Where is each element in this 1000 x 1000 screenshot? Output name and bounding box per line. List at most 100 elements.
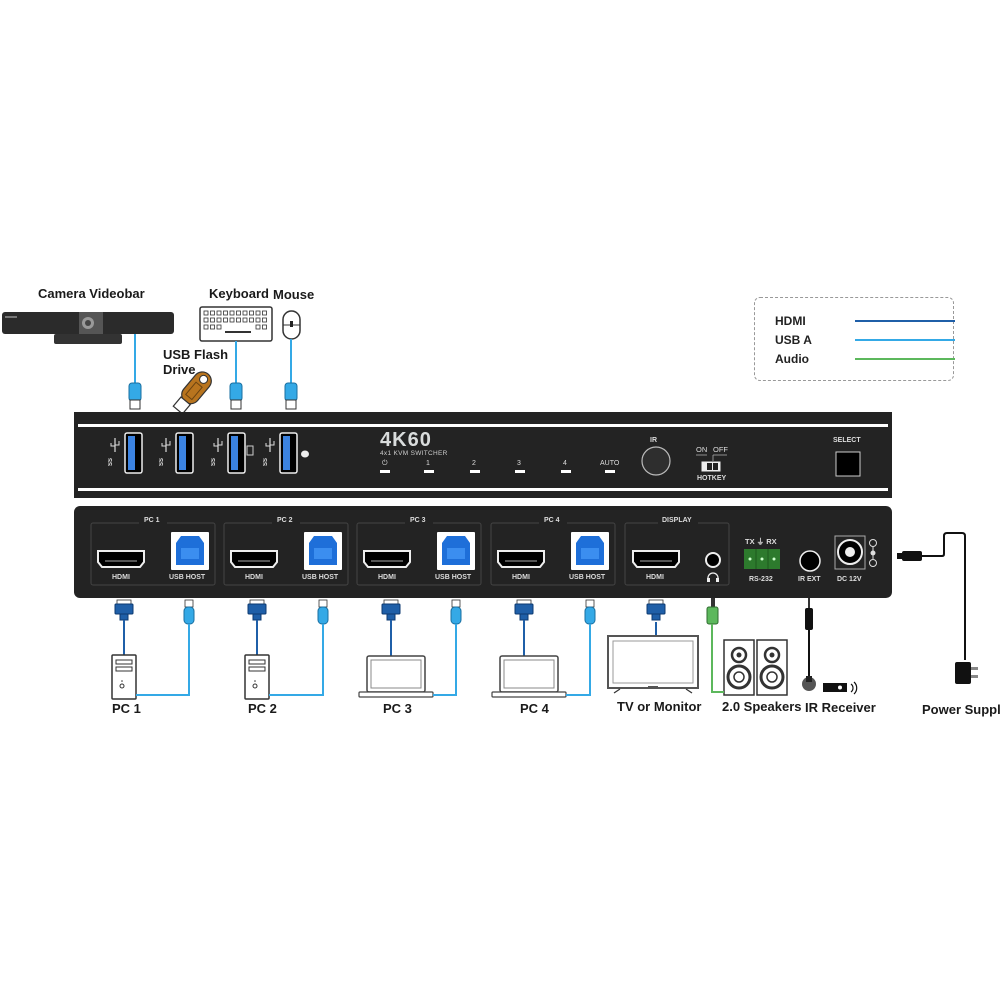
usb-b-cable-1 [183, 599, 195, 625]
front-usb-port-2[interactable] [175, 432, 194, 474]
pc3-label: PC 3 [383, 701, 412, 716]
display-hdmi-port[interactable] [632, 550, 680, 568]
audio-cable [706, 598, 724, 693]
led-label-4: 4 [563, 460, 567, 467]
hdmi-cable-4 [514, 599, 534, 621]
usb-ss-label: SS [211, 458, 217, 467]
legend-item-usb-a: USB A [775, 331, 955, 349]
mouse-label: Mouse [273, 287, 315, 302]
led-indicator-1 [424, 470, 434, 473]
usb-b-cable-4 [584, 599, 596, 625]
keyboard-icon [199, 306, 273, 342]
mouse-hint-icon [301, 450, 309, 458]
usb-flash-drive-icon [172, 371, 212, 415]
rs232-terminal[interactable] [744, 549, 780, 569]
led-label-1: 1 [426, 460, 430, 467]
hdmi-input-port-4[interactable] [497, 550, 545, 568]
hotkey-label: HOTKEY [697, 475, 727, 482]
ir-sensor-label: IR [650, 437, 657, 444]
desktop-pc-icon-2 [244, 654, 270, 700]
usb-ss-label: SS [159, 458, 165, 467]
led-label-2: 2 [472, 460, 476, 467]
legend-item-audio: Audio [775, 350, 955, 368]
pc4-label: PC 4 [520, 701, 549, 716]
led-label-3: 3 [517, 460, 521, 467]
display-group [624, 519, 730, 586]
usb-ss-label: SS [263, 458, 269, 467]
front-panel [74, 412, 892, 498]
camera-videobar-label: Camera Videobar [38, 286, 145, 301]
hdmi-port-label: HDMI [112, 574, 130, 581]
usb-host-port-label: USB HOST [569, 574, 606, 581]
usb-host-port-3[interactable] [437, 532, 475, 570]
ir-sensor [641, 446, 671, 476]
flash-drive-label-line1: USB Flash [163, 347, 229, 362]
dc-power-port[interactable] [834, 535, 866, 570]
ir-ext-port[interactable] [799, 550, 821, 572]
led-indicator-auto [605, 470, 615, 473]
usb-cable-mouse [284, 339, 298, 410]
legend-line-hdmi [855, 320, 955, 322]
usb-host-port-label: USB HOST [169, 574, 206, 581]
hdmi-port-label: HDMI [245, 574, 263, 581]
legend-label-hdmi: HDMI [775, 314, 806, 328]
rear-group-title: PC 1 [144, 517, 160, 524]
power-supply-label: Power Supply [922, 702, 1000, 717]
display-hdmi-label: HDMI [646, 574, 664, 581]
hdmi-cable-2 [247, 599, 267, 621]
hdmi-input-port-3[interactable] [363, 550, 411, 568]
led-indicator-4 [561, 470, 571, 473]
keyboard-label: Keyboard [209, 286, 269, 301]
usb-ss-label: SS [108, 458, 114, 467]
rear-group-pc3 [356, 519, 482, 586]
front-panel-title: 4K60 [380, 429, 432, 451]
dc-12v-label: DC 12V [837, 576, 862, 583]
select-label: SELECT [833, 437, 861, 444]
usb-symbol-icon [265, 438, 275, 452]
audio-out-port[interactable] [705, 552, 721, 568]
rear-group-title: PC 3 [410, 517, 426, 524]
led-label-5: AUTO [600, 460, 620, 467]
usb-host-port-label: USB HOST [435, 574, 472, 581]
front-usb-port-1[interactable] [124, 432, 143, 474]
usb-cable-keyboard [229, 341, 243, 410]
select-button[interactable] [835, 451, 861, 477]
polarity-icon [869, 539, 877, 567]
usb-b-cable-3 [450, 599, 462, 625]
usb-flash-drive-label: USB Flash Drive [163, 347, 228, 377]
camera-videobar-icon [2, 312, 174, 344]
hotkey-switch[interactable] [696, 454, 727, 472]
laptop-icon-4 [491, 655, 567, 698]
hotkey-on-label: ON [696, 445, 708, 454]
hdmi-input-port-1[interactable] [97, 550, 145, 568]
legend-line-usb-a [855, 339, 955, 341]
rear-group-title: PC 4 [544, 517, 560, 524]
rear-group-pc1 [90, 519, 216, 586]
laptop-icon-3 [358, 655, 434, 698]
usb-host-port-1[interactable] [171, 532, 209, 570]
led-indicator-2 [470, 470, 480, 473]
rs232-label: RS-232 [749, 576, 773, 583]
hdmi-port-label: HDMI [512, 574, 530, 581]
legend-label-usb-a: USB A [775, 333, 812, 347]
hdmi-cable-5 [646, 599, 666, 621]
headphone-icon [707, 572, 719, 582]
led-label-0: ⏻ [382, 460, 388, 467]
hdmi-port-label: HDMI [378, 574, 396, 581]
mouse-icon [282, 310, 301, 340]
hdmi-input-port-2[interactable] [230, 550, 278, 568]
usb-symbol-icon [110, 438, 120, 452]
usb-host-port-4[interactable] [571, 532, 609, 570]
led-indicator-3 [515, 470, 525, 473]
ir-receiver-label: IR Receiver [805, 700, 876, 715]
usb-host-port-2[interactable] [304, 532, 342, 570]
pc2-label: PC 2 [248, 701, 277, 716]
rear-panel [74, 506, 892, 598]
hdmi-cable-1 [114, 599, 134, 621]
power-supply-cable [897, 532, 978, 684]
ir-receiver-icon [823, 681, 858, 695]
front-usb-port-4[interactable] [279, 432, 298, 474]
front-usb-port-3[interactable] [227, 432, 246, 474]
speakers-icon [723, 639, 788, 696]
rear-group-pc4 [490, 519, 616, 586]
